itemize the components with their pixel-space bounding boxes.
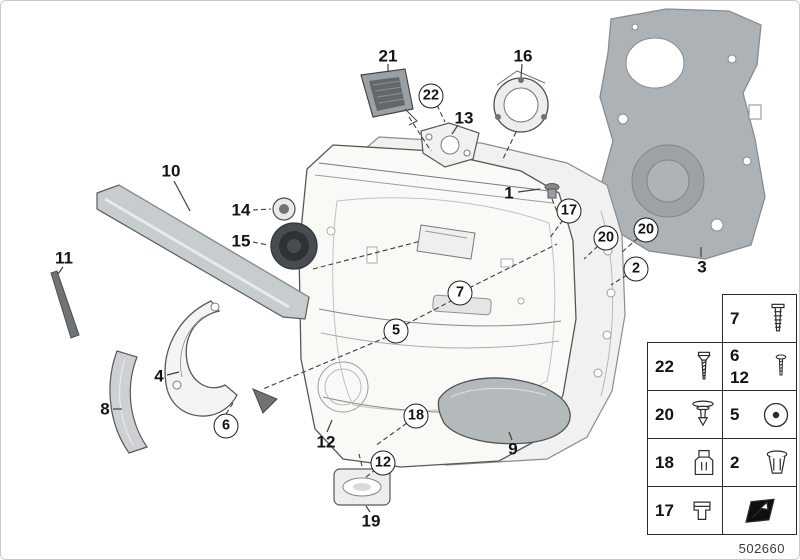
- callout-5[interactable]: 5: [383, 318, 409, 344]
- callout-17[interactable]: 17: [556, 198, 582, 224]
- legend-num-2: 2: [730, 453, 740, 472]
- callout-2[interactable]: 2: [623, 256, 649, 282]
- callout-10[interactable]: 10: [161, 161, 181, 181]
- callout-21[interactable]: 21: [378, 46, 398, 66]
- armrest-drawing: [437, 377, 571, 445]
- expanding-rivet-icon: [771, 303, 785, 332]
- legend-cell-20[interactable]: 20: [647, 390, 723, 439]
- legend-num-22: 22: [655, 357, 674, 376]
- callout-4[interactable]: 4: [154, 366, 164, 386]
- gasket-strip-drawing: [50, 270, 80, 339]
- bolt-icon: [775, 353, 787, 376]
- legend-cell-22[interactable]: 22: [647, 342, 723, 391]
- drawing-number: 502660: [738, 541, 785, 556]
- callout-12-b[interactable]: 12: [370, 450, 396, 476]
- legend-num-6: 6: [730, 346, 740, 365]
- callout-18[interactable]: 18: [403, 403, 429, 429]
- legend-cell-5[interactable]: 5: [722, 390, 797, 439]
- grommet-icon: [766, 449, 788, 474]
- legend-num-18: 18: [655, 453, 674, 472]
- top-speaker-housing-drawing: [360, 68, 418, 126]
- callout-22[interactable]: 22: [418, 83, 444, 109]
- screw-icon: [697, 351, 711, 380]
- speaker-ring-drawing: [493, 70, 549, 133]
- callout-3[interactable]: 3: [697, 257, 707, 277]
- decor-strip-drawing: [96, 184, 310, 320]
- bracket-drawing: [420, 122, 480, 168]
- tweeter-drawing: [272, 197, 296, 221]
- callout-7[interactable]: 7: [447, 280, 473, 306]
- callout-19[interactable]: 19: [361, 511, 381, 531]
- legend-cell-2[interactable]: 2: [722, 438, 797, 487]
- legend-num-7: 7: [730, 309, 740, 328]
- leader-lines-solid: [57, 63, 702, 513]
- corner-trim-drawing: [109, 350, 148, 454]
- push-rivet-icon: [692, 400, 714, 426]
- expanding-nut-icon: [694, 449, 714, 475]
- legend-cell-18[interactable]: 18: [647, 438, 723, 487]
- legend-cell-7[interactable]: 7: [722, 294, 797, 343]
- insulation-panel-drawing: [599, 8, 766, 260]
- callout-6[interactable]: 6: [213, 413, 239, 439]
- legend-num-5: 5: [730, 405, 740, 424]
- washer-icon: [763, 402, 789, 427]
- installation-direction-icon: [744, 498, 775, 523]
- callout-8[interactable]: 8: [100, 399, 110, 419]
- legend-cell-17[interactable]: 17: [647, 486, 723, 535]
- callout-20-a[interactable]: 20: [593, 225, 619, 251]
- handle-carrier-drawing: [164, 300, 278, 417]
- callout-9[interactable]: 9: [508, 439, 518, 459]
- legend-num-12: 12: [730, 368, 749, 387]
- lamp-drawing: [333, 468, 391, 506]
- callout-14[interactable]: 14: [231, 200, 251, 220]
- legend-num-20: 20: [655, 405, 674, 424]
- speaker-cover-drawing: [270, 222, 318, 270]
- clip-drawing: [544, 183, 560, 199]
- spring-clip-icon: [693, 501, 711, 520]
- legend-cell-6-12[interactable]: 6 12: [722, 342, 797, 391]
- callout-12-a[interactable]: 12: [316, 432, 336, 452]
- callout-1[interactable]: 1: [504, 183, 514, 203]
- legend-cell-direction[interactable]: [722, 486, 797, 535]
- callout-13[interactable]: 13: [454, 108, 474, 128]
- callout-11[interactable]: 11: [55, 248, 73, 268]
- legend-num-17: 17: [655, 501, 674, 520]
- callout-15[interactable]: 15: [231, 231, 251, 251]
- callout-20-b[interactable]: 20: [633, 217, 659, 243]
- callout-16[interactable]: 16: [513, 46, 533, 66]
